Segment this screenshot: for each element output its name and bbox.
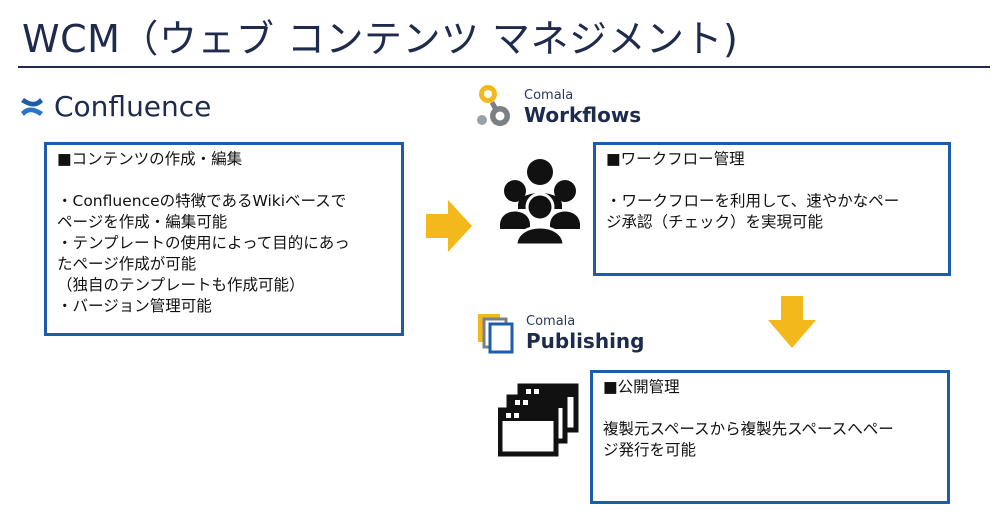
confluence-brand: Confluence [18,90,211,123]
workflow-management-box: ■ワークフロー管理 ・ワークフローを利用して、速やかなペー ジ承認（チェック）を… [593,142,951,276]
publishing-management-line: 複製元スペースから複製先スペースへペー [603,420,894,438]
content-editing-line: ・テンプレートの使用によって目的にあっ [57,234,350,252]
content-editing-heading: ■コンテンツの作成・編集 [57,150,243,168]
confluence-brand-label: Confluence [54,90,212,123]
workflows-logo-big: Workflows [524,103,642,127]
content-editing-line: たページ作成が可能 [57,255,197,273]
people-group-icon [500,159,580,247]
arrow-down-icon [768,296,816,348]
publishing-management-heading: ■公開管理 [603,378,680,396]
confluence-logo-icon [21,97,43,116]
publishing-management-box: ■公開管理 複製元スペースから複製先スペースへペー ジ発行を可能 [590,370,950,504]
comala-publishing-logo: Comala Publishing [476,312,644,354]
content-editing-line: ページを作成・編集可能 [57,213,228,231]
publishing-management-line: ジ発行を可能 [603,441,697,459]
browser-windows-icon [498,383,579,457]
content-editing-line: ・バージョン管理可能 [57,297,212,315]
publishing-logo-icon [478,314,514,354]
content-editing-line: ・Confluenceの特徴であるWikiベースで [57,192,347,210]
content-editing-box: ■コンテンツの作成・編集 ・Confluenceの特徴であるWikiベースで ペ… [44,142,404,336]
title-divider [18,66,990,68]
publishing-logo-small: Comala [526,314,576,329]
workflows-logo-small: Comala [524,88,574,103]
content-editing-line: （独自のテンプレートも作成可能） [57,276,305,294]
arrow-right-icon [426,200,472,252]
workflows-logo-icon [477,85,510,126]
comala-workflows-logo: Comala Workflows [474,82,641,132]
workflow-management-heading: ■ワークフロー管理 [606,150,745,168]
workflow-management-line: ジ承認（チェック）を実現可能 [606,213,824,231]
workflow-management-line: ・ワークフローを利用して、速やかなペー [606,192,900,210]
publishing-logo-big: Publishing [526,329,645,353]
page-title: WCM（ウェブ コンテンツ マネジメント) [22,17,739,61]
